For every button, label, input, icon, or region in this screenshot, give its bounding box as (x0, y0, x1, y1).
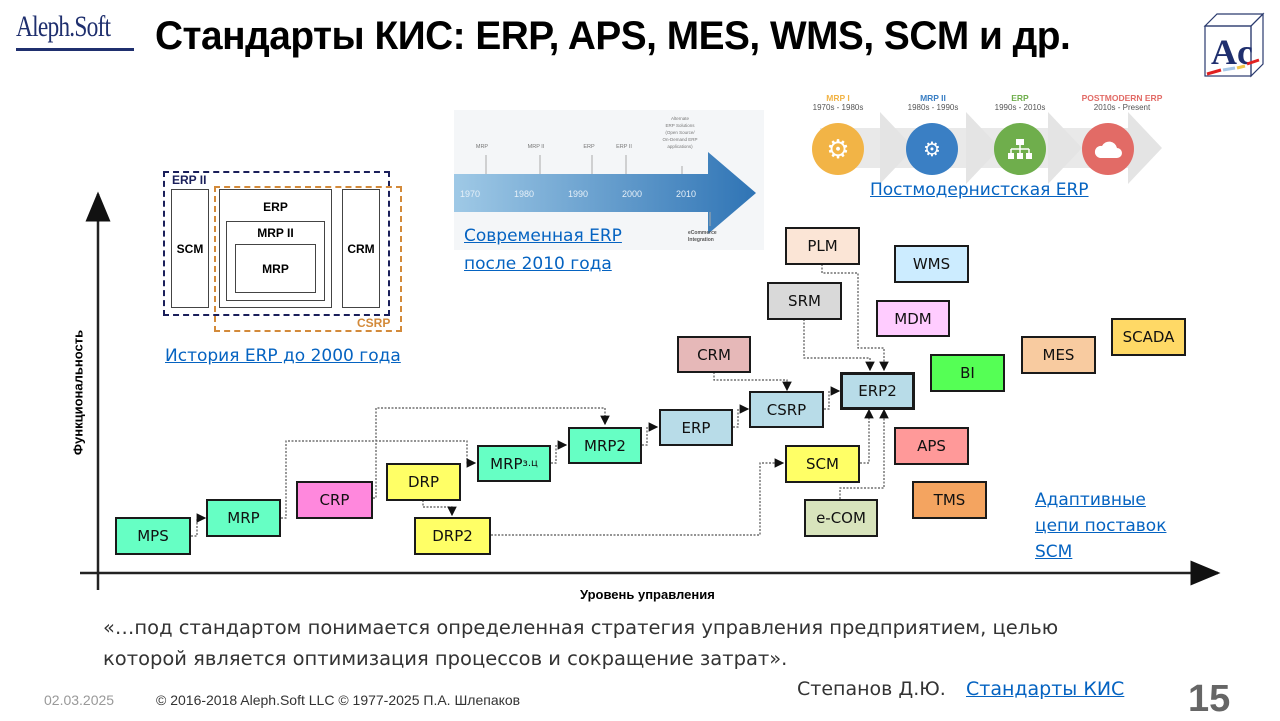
modern-erp-link-line1[interactable]: Современная ERP (464, 226, 622, 246)
node-ecom: e-COM (804, 499, 878, 537)
node-erp: ERP (659, 409, 733, 446)
aleph-soft-logo: Aleph.Soft (16, 10, 111, 43)
modern-erp-link[interactable]: Современная ERP после 2010 года (464, 222, 622, 278)
connector-drp2-scm (491, 458, 785, 536)
adaptive-scm-link[interactable]: Адаптивные цепи поставок SCM (1035, 487, 1166, 565)
year-2000: 2000 (622, 189, 642, 199)
connector-ecom-erp2 (839, 408, 889, 499)
connector-mrpzc-mrp2 (551, 440, 568, 464)
milestone-erp2: ERP II (616, 144, 632, 150)
node-scm: SCM (785, 445, 860, 483)
node-drp2: DRP2 (414, 517, 491, 555)
csrp-boundary (214, 186, 402, 332)
node-scada: SCADA (1111, 318, 1186, 356)
stage-postmodern: POSTMODERN ERP 2010s - Present (1081, 93, 1163, 112)
logo-underline (16, 48, 134, 51)
milestone-erp: ERP (583, 144, 595, 150)
adaptive-scm-link-line2[interactable]: цепи поставок (1035, 516, 1167, 536)
node-mrp-zc-sub: з.ц (522, 458, 538, 469)
crm-box: CRM (342, 189, 380, 308)
stage-erp: ERP 1990s - 2010s (994, 93, 1046, 112)
connector-mps-mrp (191, 513, 207, 537)
modern-erp-link-line2[interactable]: после 2010 года (464, 254, 612, 274)
connector-mrp2-erp (642, 422, 659, 446)
node-crm: CRM (677, 336, 751, 373)
connector-scm-erp2 (860, 408, 874, 464)
node-mdm: MDM (876, 300, 950, 337)
node-erp2: ERP2 (840, 372, 915, 410)
year-2010: 2010 (676, 189, 696, 199)
gear-icon: ⚙ (812, 123, 864, 175)
node-mes: MES (1021, 336, 1096, 374)
erp-timeline-figure: MRP MRP II ERP ERP II Alternate ERP Solu… (454, 110, 764, 250)
page-number: 15 (1188, 678, 1231, 720)
year-1970: 1970 (460, 189, 480, 199)
year-1980: 1980 (514, 189, 534, 199)
connector-plm-erp2 (821, 264, 889, 372)
page-title: Стандарты КИС: ERP, APS, MES, WMS, SCM и… (155, 14, 1071, 58)
y-axis-label: Функциональность (70, 329, 86, 456)
node-crp: CRP (296, 481, 373, 519)
node-mrp2: MRP2 (568, 427, 642, 464)
cloud-icon (1082, 123, 1134, 175)
erp2-label: ERP II (172, 173, 207, 187)
connector-srm-erp2 (803, 319, 875, 372)
svg-text:ERP Solutions: ERP Solutions (666, 123, 696, 128)
node-csrp: CSRP (749, 391, 824, 428)
svg-text:On-Demand ERP: On-Demand ERP (662, 137, 697, 142)
brand-mark-text: Ac (1211, 32, 1253, 72)
timeline-arrow-shape (454, 152, 756, 234)
source-link[interactable]: Стандарты КИС (966, 678, 1125, 700)
footer-copyright: © 2016-2018 Aleph.Soft LLC © 1977-2025 П… (156, 692, 521, 708)
node-wms: WMS (894, 245, 969, 283)
connector-crm-csrp (713, 372, 792, 392)
gears-icon: ⚙ (906, 123, 958, 175)
hierarchy-icon (994, 123, 1046, 175)
erp-history-link[interactable]: История ERP до 2000 года (165, 346, 401, 366)
ecommerce-label: eCommerce (688, 230, 717, 236)
node-plm: PLM (785, 227, 860, 265)
quote-line-1: «…под стандартом понимается определенная… (103, 616, 1059, 639)
node-mps: MPS (115, 517, 191, 555)
x-axis-label: Уровень управления (580, 587, 715, 602)
adaptive-scm-link-line1[interactable]: Адаптивные (1035, 490, 1146, 510)
scm-box: SCM (171, 189, 209, 308)
brand-cube-icon: Ac (1203, 12, 1265, 78)
definition-quote: «…под стандартом понимается определенная… (103, 612, 1203, 674)
svg-text:applications): applications) (667, 144, 693, 149)
adaptive-scm-link-line3[interactable]: SCM (1035, 542, 1073, 562)
year-1990: 1990 (568, 189, 588, 199)
connector-csrp-erp2 (824, 386, 841, 410)
svg-text:(Open Source/: (Open Source/ (665, 130, 695, 135)
node-drp: DRP (386, 463, 461, 501)
node-mrp: MRP (206, 499, 281, 537)
svg-text:Integration: Integration (688, 237, 714, 243)
node-aps: APS (894, 427, 969, 465)
mrp-box: MRP (235, 244, 316, 293)
node-mrp-zc-label: MRP (490, 454, 523, 473)
footer-date: 02.03.2025 (44, 692, 115, 708)
node-bi: BI (930, 354, 1005, 392)
csrp-label: CSRP (357, 316, 391, 330)
milestone-mrp2: MRP II (528, 144, 545, 150)
erp2-boundary (163, 171, 390, 316)
quote-line-2: которой является оптимизация процессов и… (103, 647, 788, 670)
milestone-alternate: Alternate (671, 116, 690, 121)
node-srm: SRM (767, 282, 842, 320)
stage-mrp1: MRP I 1970s - 1980s (812, 93, 864, 112)
connector-erp-csrp (733, 404, 750, 428)
quote-author: Степанов Д.Ю. (797, 678, 946, 700)
stage-mrp2: MRP II 1980s - 1990s (907, 93, 959, 112)
connector-crp-mrp2 (373, 407, 610, 499)
milestone-mrp: MRP (476, 144, 489, 150)
stage-chevron (1048, 112, 1082, 184)
node-tms: TMS (912, 481, 987, 519)
postmodern-erp-link[interactable]: Постмодернистская ERP (870, 180, 1089, 200)
connector-drp-drp2 (422, 500, 457, 517)
